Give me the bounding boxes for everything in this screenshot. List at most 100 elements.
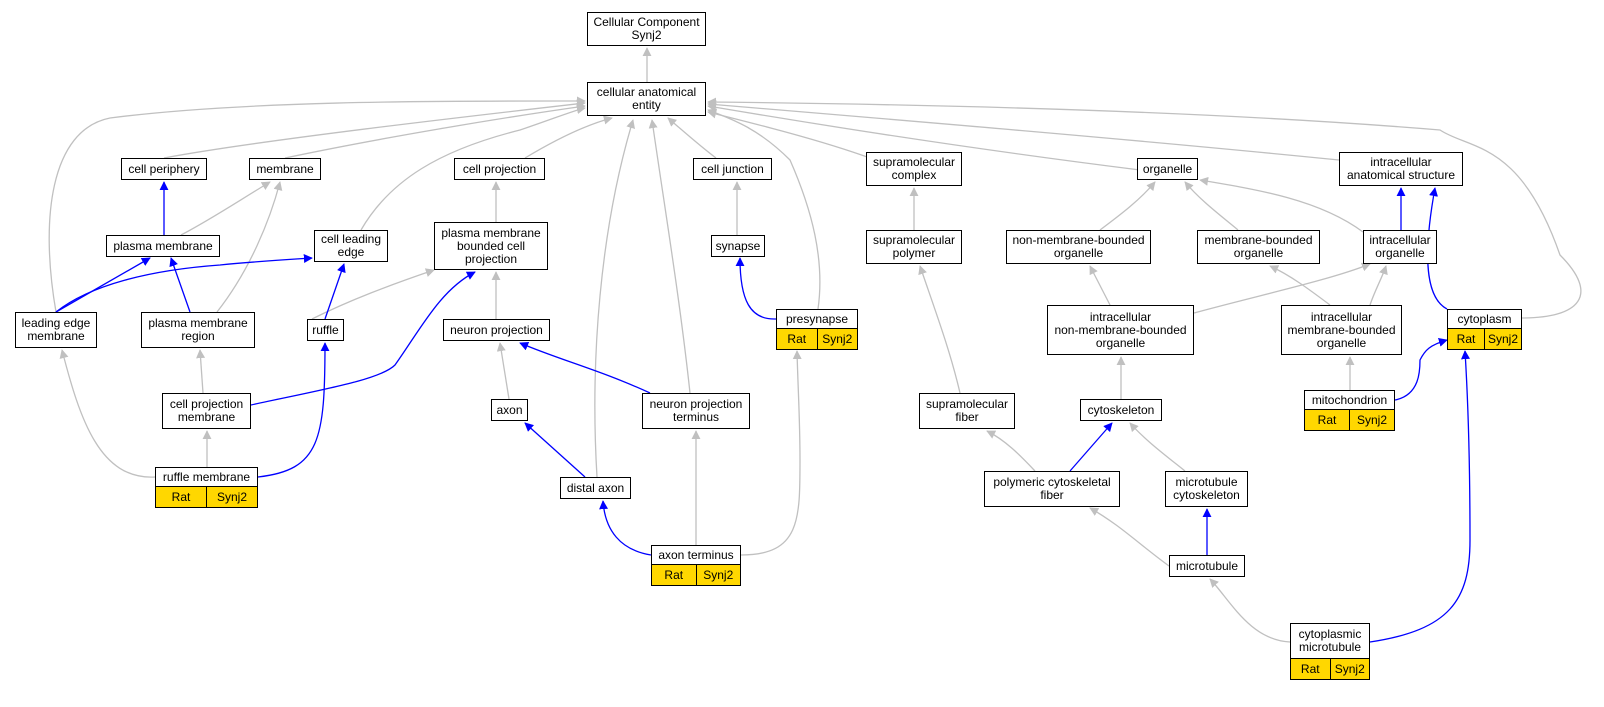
part-of-edge [519, 342, 651, 394]
annotation-badge: Rat Synj2 [1290, 659, 1370, 680]
node-mitochondrion[interactable]: mitochondrion [1304, 390, 1395, 410]
node-intracellular-nmbo[interactable]: intracellular non-membrane-bounded organ… [1047, 305, 1194, 355]
node-supramolecular-fiber[interactable]: supramolecular fiber [919, 393, 1015, 429]
annotation-species: Rat [664, 568, 684, 582]
node-membrane-bounded-organelle[interactable]: membrane-bounded organelle [1197, 230, 1320, 264]
is-a-edge [740, 350, 802, 556]
is-a-edge [1193, 262, 1371, 314]
part-of-edge [524, 422, 586, 478]
is-a-edge [180, 181, 271, 236]
node-supramolecular-complex[interactable]: supramolecular complex [866, 152, 962, 186]
node-synapse[interactable]: synapse [711, 235, 765, 257]
is-a-edge [1369, 265, 1388, 306]
node-plasma-membrane[interactable]: plasma membrane [106, 235, 220, 257]
is-a-edge [216, 181, 283, 313]
is-a-edge [163, 99, 586, 159]
node-cell-leading-edge[interactable]: cell leading edge [314, 230, 388, 262]
annotation-badge: Rat Synj2 [155, 487, 258, 508]
part-of-edge [1394, 337, 1448, 401]
part-of-edge [55, 257, 151, 313]
node-cell-junction[interactable]: cell junction [693, 158, 772, 180]
node-intracellular-anatomical-structure[interactable]: intracellular anatomical structure [1339, 152, 1463, 186]
annotation-gene: Synj2 [816, 329, 858, 349]
annotation-species: Rat [171, 490, 191, 504]
annotation-gene: Synj2 [695, 565, 741, 585]
part-of-edge [257, 342, 330, 478]
node-cytoplasm[interactable]: cytoplasm [1447, 309, 1522, 329]
is-a-edge [918, 265, 961, 394]
is-a-edge [1089, 265, 1111, 306]
node-cytoplasmic-microtubule[interactable]: cytoplasmic microtubule [1290, 623, 1370, 659]
part-of-edge [250, 271, 476, 406]
is-a-edge [496, 342, 510, 400]
is-a-edge [594, 119, 635, 478]
node-leading-edge-membrane[interactable]: leading edge membrane [15, 312, 97, 348]
node-ruffle-membrane[interactable]: ruffle membrane [155, 467, 258, 487]
node-intracellular-mbo[interactable]: intracellular membrane-bounded organelle [1281, 305, 1402, 355]
node-axon[interactable]: axon [491, 399, 528, 421]
node-cytoskeleton[interactable]: cytoskeleton [1080, 399, 1162, 421]
node-root[interactable]: Cellular Component Synj2 [587, 12, 706, 46]
annotation-badge: Rat Synj2 [1447, 329, 1522, 350]
node-microtubule-cytoskeleton[interactable]: microtubule cytoskeleton [1165, 471, 1248, 507]
annotation-species: Rat [1300, 662, 1320, 676]
is-a-edge [707, 102, 1141, 171]
node-polymeric-cytoskeletal-fiber[interactable]: polymeric cytoskeletal fiber [984, 471, 1120, 507]
node-presynapse[interactable]: presynapse [776, 309, 858, 329]
node-intracellular-organelle[interactable]: intracellular organelle [1363, 230, 1437, 264]
node-plasma-membrane-region[interactable]: plasma membrane region [141, 312, 255, 348]
part-of-edge [55, 254, 313, 313]
is-a-edge [48, 96, 586, 313]
annotation-badge: Rat Synj2 [651, 565, 741, 586]
is-a-edge [311, 268, 435, 320]
is-a-edge [1209, 578, 1291, 643]
node-axon-terminus[interactable]: axon terminus [651, 545, 741, 565]
node-cell-periphery[interactable]: cell periphery [121, 158, 207, 180]
annotation-badge: Rat Synj2 [1304, 410, 1395, 431]
is-a-edge [1269, 265, 1331, 306]
node-pm-bounded-cell-projection[interactable]: plasma membrane bounded cell projection [434, 222, 548, 270]
is-a-edge [1089, 507, 1170, 567]
part-of-edge [735, 257, 777, 320]
node-organelle[interactable]: organelle [1137, 158, 1198, 180]
annotation-gene: Synj2 [1329, 659, 1370, 679]
node-ruffle[interactable]: ruffle [307, 319, 344, 341]
is-a-edge [986, 430, 1036, 472]
node-cell-projection-membrane[interactable]: cell projection membrane [162, 393, 251, 429]
is-a-edge [1099, 181, 1156, 231]
node-cae[interactable]: cellular anatomical entity [587, 82, 706, 116]
node-membrane[interactable]: membrane [249, 158, 321, 180]
part-of-edge [599, 500, 652, 556]
is-a-edge [1129, 422, 1186, 472]
node-cell-projection[interactable]: cell projection [454, 158, 545, 180]
part-of-edge [1069, 422, 1113, 472]
annotation-gene: Synj2 [206, 487, 257, 507]
annotation-gene: Synj2 [1484, 329, 1521, 349]
node-neuron-projection-terminus[interactable]: neuron projection terminus [642, 393, 750, 429]
annotation-species: Rat [1456, 332, 1476, 346]
part-of-edge [324, 263, 346, 320]
node-supramolecular-polymer[interactable]: supramolecular polymer [866, 230, 962, 264]
is-a-edge [707, 100, 1340, 161]
is-a-edge [196, 349, 206, 394]
part-of-edge [1369, 350, 1471, 643]
annotation-species: Rat [787, 332, 807, 346]
is-a-edge [707, 108, 821, 310]
node-non-membrane-bounded-organelle[interactable]: non-membrane-bounded organelle [1006, 230, 1151, 264]
is-a-edge [360, 105, 586, 231]
node-microtubule[interactable]: microtubule [1169, 555, 1245, 577]
is-a-edge [59, 349, 156, 478]
annotation-species: Rat [1317, 413, 1337, 427]
is-a-edge [648, 119, 691, 394]
is-a-edge [667, 117, 717, 159]
is-a-edge [707, 97, 1582, 319]
is-a-edge [284, 102, 586, 159]
annotation-badge: Rat Synj2 [776, 329, 858, 350]
node-distal-axon[interactable]: distal axon [560, 477, 631, 499]
is-a-edge [1184, 181, 1239, 231]
annotation-gene: Synj2 [1349, 410, 1394, 430]
part-of-edge [1427, 187, 1448, 310]
node-neuron-projection[interactable]: neuron projection [443, 319, 550, 341]
is-a-edge [1199, 176, 1364, 233]
